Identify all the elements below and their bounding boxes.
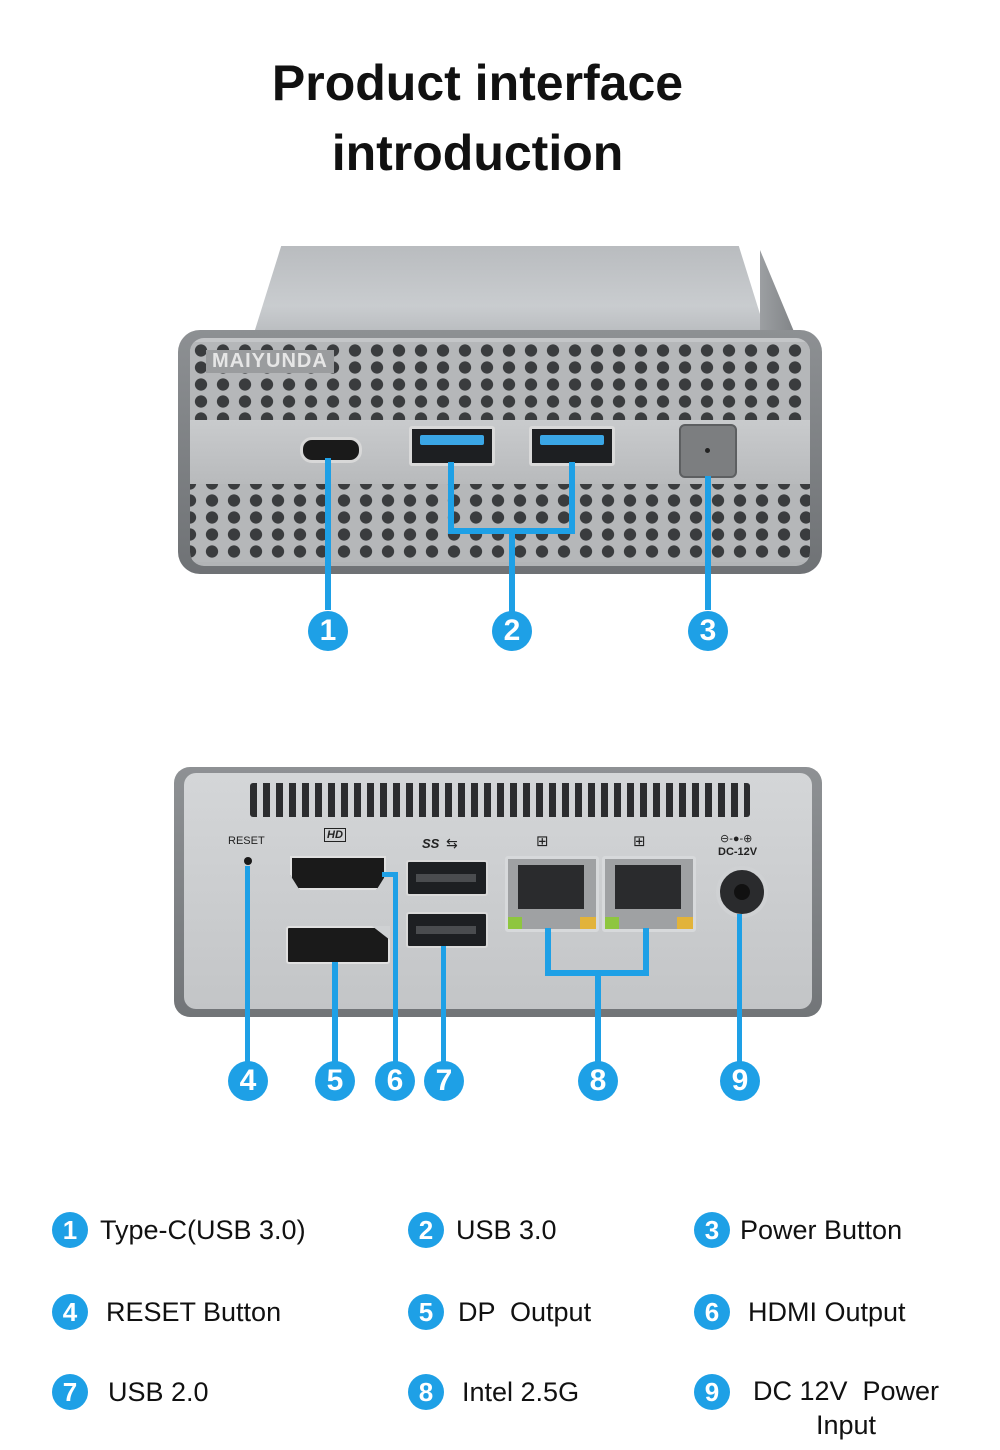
legend-label: DP Output <box>458 1296 592 1327</box>
legend-label: Power Button <box>740 1214 903 1245</box>
legend-badge: 8 <box>408 1374 444 1410</box>
usb3-port-2 <box>529 426 615 466</box>
callout-line-2c <box>509 528 515 612</box>
dc-polarity-icon: ⊖-●-⊕ <box>720 833 753 845</box>
legend-item-6: 6 HDMI Output <box>694 1294 906 1330</box>
hex-vent-bottom <box>190 484 810 562</box>
page-title: Product interface introduction <box>0 48 955 188</box>
rear-vents <box>250 783 750 817</box>
usb-c-port <box>300 437 362 463</box>
callout-badge-8: 8 <box>578 1061 618 1101</box>
reset-label: RESET <box>228 835 265 847</box>
network-icon-2: ⊞ <box>633 833 646 850</box>
legend-item-1: 1 Type-C(USB 3.0) <box>52 1212 306 1248</box>
ethernet-port-2 <box>602 856 696 932</box>
usb-trident-icon: ⇆ <box>446 835 458 851</box>
callout-line-9 <box>737 914 742 1062</box>
callout-badge-4: 4 <box>228 1061 268 1101</box>
reset-hole <box>244 857 252 865</box>
front-panel: MAIYUNDA <box>190 338 810 566</box>
callout-line-8a <box>545 928 551 976</box>
title-line-1: Product interface <box>271 55 684 111</box>
callout-line-5 <box>332 962 338 1062</box>
dc-label: DC-12V <box>718 846 758 858</box>
legend-badge: 3 <box>694 1212 730 1248</box>
callout-badge-9: 9 <box>720 1061 760 1101</box>
legend-badge: 9 <box>694 1374 730 1410</box>
hex-vent-top <box>190 342 810 420</box>
callout-badge-5: 5 <box>315 1061 355 1101</box>
title-line-2: introduction <box>331 125 624 181</box>
callout-badge-6: 6 <box>375 1061 415 1101</box>
ethernet-port-1 <box>505 856 599 932</box>
legend-item-4: 4 RESET Button <box>52 1294 281 1330</box>
legend-label: Type-C(USB 3.0) <box>100 1214 306 1245</box>
legend-item-5: 5 DP Output <box>408 1294 591 1330</box>
legend-badge: 1 <box>52 1212 88 1248</box>
usb3-port-1 <box>409 426 495 466</box>
superspeed-logo: SS <box>422 836 440 851</box>
callout-line-1 <box>325 458 331 610</box>
power-button <box>679 424 737 478</box>
legend-label: RESET Button <box>106 1296 282 1327</box>
legend-item-9: 9 DC 12V Power Input <box>694 1374 946 1442</box>
callout-line-8c <box>595 970 601 1062</box>
usb2-port <box>406 912 488 948</box>
legend-label: HDMI Output <box>748 1296 906 1327</box>
callout-line-4 <box>245 866 250 1062</box>
legend-badge: 5 <box>408 1294 444 1330</box>
legend-badge: 6 <box>694 1294 730 1330</box>
callout-line-2b <box>569 462 575 534</box>
legend-badge: 7 <box>52 1374 88 1410</box>
dc-power-jack <box>716 866 768 918</box>
legend-item-3: 3 Power Button <box>694 1212 902 1248</box>
callout-line-6-stub <box>382 872 398 877</box>
usb3-rear-port <box>406 860 488 896</box>
hd-logo: HD <box>324 828 346 842</box>
legend-badge: 4 <box>52 1294 88 1330</box>
callout-line-3 <box>705 476 711 610</box>
brand-logo: MAIYUNDA <box>206 350 334 373</box>
legend-label: USB 3.0 <box>456 1214 557 1245</box>
legend-label: DC 12V Power Input <box>752 1376 947 1440</box>
legend-label: USB 2.0 <box>108 1376 209 1407</box>
case-top-surface <box>250 246 770 346</box>
callout-badge-3: 3 <box>688 611 728 651</box>
callout-badge-2: 2 <box>492 611 532 651</box>
legend-item-7: 7 USB 2.0 <box>52 1374 209 1410</box>
displayport-port <box>286 926 390 964</box>
legend-label: Intel 2.5G <box>462 1376 580 1407</box>
callout-line-6 <box>393 872 398 1062</box>
callout-line-2a <box>448 462 454 534</box>
legend-item-8: 8 Intel 2.5G <box>408 1374 579 1410</box>
callout-line-8b <box>643 928 649 976</box>
callout-line-7 <box>441 946 446 1062</box>
legend-item-2: 2 USB 3.0 <box>408 1212 557 1248</box>
callout-badge-7: 7 <box>424 1061 464 1101</box>
network-icon-1: ⊞ <box>536 833 549 850</box>
hdmi-port <box>290 856 386 890</box>
callout-badge-1: 1 <box>308 611 348 651</box>
legend-badge: 2 <box>408 1212 444 1248</box>
